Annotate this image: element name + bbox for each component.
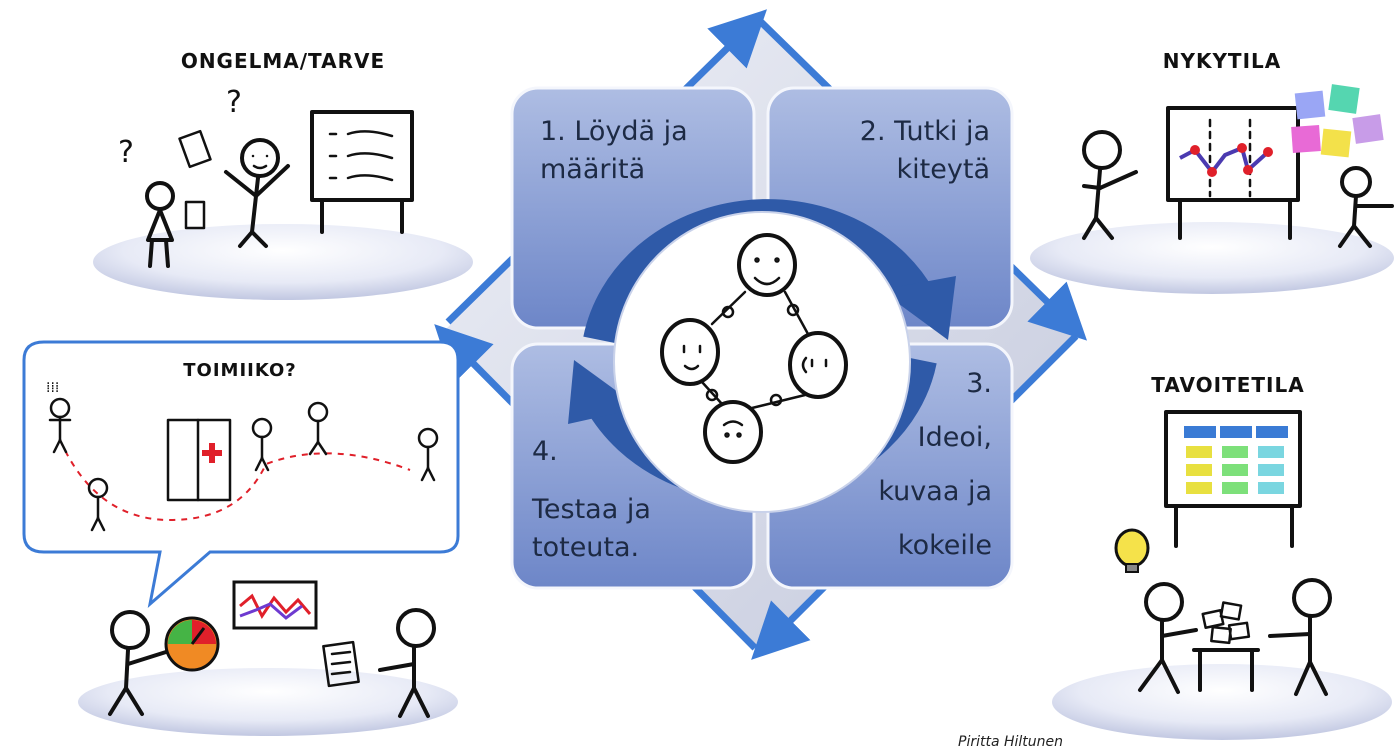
step-2-line2: kiteytä — [897, 154, 990, 185]
sticky-notes — [1291, 84, 1384, 158]
author-signature: Piritta Hiltunen — [958, 734, 1063, 750]
speech-bubble — [22, 340, 460, 608]
step-4-line2: Testaa ja — [531, 494, 651, 525]
step-3-line3: kuvaa ja — [878, 476, 992, 507]
alert-marks-icon: ⁞⁞⁞ — [46, 380, 59, 396]
platform — [1030, 222, 1394, 294]
step-2-line1: 2. Tutki ja — [860, 116, 990, 147]
question-mark-icon: ? — [118, 135, 134, 170]
sticky-pile — [1201, 601, 1251, 645]
step-4-line3: toteuta. — [532, 532, 639, 563]
step-1-line2: määritä — [540, 154, 645, 185]
scene-target-state-title: TAVOITETILA — [1151, 373, 1304, 397]
step-3-line4: kokeile — [898, 530, 992, 561]
step-3-line2: Ideoi, — [918, 422, 992, 453]
platform — [1052, 664, 1392, 740]
platform — [93, 224, 473, 300]
cycle-ring — [568, 199, 956, 513]
scene-current-state-title: NYKYTILA — [1163, 49, 1282, 73]
step-1-line1: 1. Löydä ja — [540, 116, 688, 147]
gauge-icon — [164, 616, 220, 672]
team-faces-network — [660, 233, 848, 464]
scene-testing: TOIMIIKO? ⁞⁞⁞ — [22, 340, 460, 736]
target-process-map — [1184, 426, 1288, 494]
scene-current-state: NYKYTILA — [1030, 49, 1394, 294]
scene-problem: ONGELMA/TARVE ? ? — [93, 49, 473, 300]
scene-target-state: TAVOITETILA — [1052, 373, 1392, 740]
first-aid-cross-icon — [202, 443, 222, 463]
platform — [78, 668, 458, 736]
step-4-line1: 4. — [532, 436, 558, 467]
step-3-line1: 3. — [966, 368, 992, 399]
bubble-title: TOIMIIKO? — [183, 360, 296, 381]
result-chart — [232, 580, 318, 630]
question-mark-icon: ? — [226, 85, 242, 120]
lightbulb-icon — [1114, 528, 1150, 573]
scene-problem-title: ONGELMA/TARVE — [181, 49, 385, 73]
checklist — [322, 640, 360, 688]
